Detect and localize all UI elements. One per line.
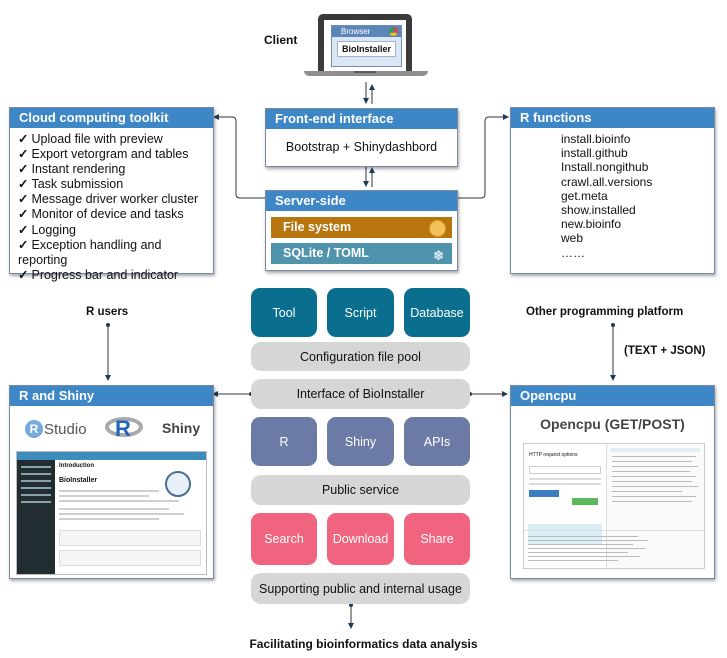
config-pool-bar: Configuration file pool	[251, 342, 470, 371]
r-logo-letter: R	[115, 416, 131, 441]
search-tile: Search	[251, 513, 317, 565]
public-service-bar: Public service	[251, 475, 470, 505]
shiny-logo-text: Shiny	[162, 420, 201, 436]
database-tile: Database	[404, 288, 470, 337]
rfunctions-title: R functions	[511, 108, 714, 128]
hard-disk-icon	[429, 220, 446, 237]
list-item: new.bioinfo	[561, 217, 622, 232]
r-logo: R	[105, 414, 145, 442]
interface-bar: Interface of BioInstaller	[251, 379, 470, 409]
opencpu-screenshot-panel-title: HTTP request options	[529, 452, 578, 458]
list-item: Logging	[18, 223, 213, 238]
list-item: show.installed	[561, 203, 636, 218]
opencpu-panel: Opencpu Opencpu (GET/POST) HTTP request …	[510, 385, 715, 579]
file-system-label: File system	[283, 220, 352, 234]
file-system-bar: File system	[271, 217, 452, 238]
browser-window: Browser BioInstaller	[331, 25, 402, 67]
opencpu-screenshot: HTTP request options	[523, 443, 705, 569]
rfunctions-panel: R functions install.bioinfo install.gith…	[510, 107, 715, 274]
frontend-panel: Front-end interface Bootstrap + Shinydas…	[265, 108, 458, 167]
arrow-server-to-toolkit	[213, 114, 265, 199]
client-label: Client	[264, 33, 298, 47]
list-item: Exception handling and reporting	[18, 238, 213, 268]
arrow-server-to-rfunctions	[457, 114, 509, 199]
footer-label: Facilitating bioinformatics data analysi…	[249, 637, 478, 651]
download-tile: Download	[327, 513, 394, 565]
sqlite-bar: SQLite / TOML ❄	[271, 243, 452, 264]
opencpu-heading: Opencpu (GET/POST)	[540, 416, 685, 432]
r-users-label: R users	[86, 306, 129, 318]
rfunctions-list: install.bioinfo install.github Install.n…	[561, 132, 714, 260]
toolkit-title: Cloud computing toolkit	[10, 108, 213, 128]
r-tile: R	[251, 417, 317, 466]
list-item: Export vetorgram and tables	[18, 147, 213, 162]
rstudio-r-badge: R	[25, 420, 43, 438]
script-tile: Script	[327, 288, 394, 337]
list-item: Progress bar and indicator	[18, 268, 213, 283]
list-item: Install.nongithub	[561, 160, 649, 175]
rshiny-title: R and Shiny	[10, 386, 213, 406]
dolphin-icon: ❄	[433, 248, 444, 263]
server-title: Server-side	[266, 191, 457, 211]
shiny-tile: Shiny	[327, 417, 394, 466]
sqlite-label: SQLite / TOML	[283, 246, 369, 260]
server-panel: Server-side File system SQLite / TOML ❄	[265, 190, 458, 271]
other-platform-label: Other programming platform	[526, 306, 684, 318]
tool-tile: Tool	[251, 288, 317, 337]
toolkit-list: Upload file with preview Export vetorgra…	[10, 132, 213, 283]
list-item: crawl.all.versions	[561, 174, 653, 189]
list-item: Task submission	[18, 177, 213, 192]
list-item: Message driver worker cluster	[18, 192, 213, 207]
rstudio-text: Studio	[44, 420, 87, 438]
opencpu-title: Opencpu	[511, 386, 714, 406]
laptop-icon: Browser BioInstaller ≈	[304, 14, 428, 82]
share-tile: Share	[404, 513, 470, 565]
screenshot-heading: Introduction	[59, 463, 94, 469]
list-item: ……	[561, 245, 585, 260]
text-json-label: (TEXT + JSON)	[624, 345, 706, 357]
chrome-icon	[389, 27, 398, 36]
toolkit-panel: Cloud computing toolkit Upload file with…	[9, 107, 214, 282]
supporting-bar: Supporting public and internal usage	[251, 573, 470, 604]
bioinstaller-app-label: BioInstaller	[337, 41, 396, 57]
list-item: Instant rendering	[18, 162, 213, 177]
list-item: Monitor of device and tasks	[18, 207, 213, 222]
shiny-app-screenshot: Introduction BioInstaller	[16, 451, 207, 575]
rshiny-panel: R and Shiny R Studio R Shiny Introductio…	[9, 385, 214, 579]
frontend-title: Front-end interface	[266, 109, 457, 129]
list-item: install.github	[561, 146, 628, 161]
list-item: web	[561, 231, 584, 246]
browser-title: Browser	[341, 27, 371, 36]
apis-tile: APIs	[404, 417, 470, 466]
list-item: Upload file with preview	[18, 132, 213, 147]
screenshot-subheading: BioInstaller	[59, 477, 98, 484]
wifi-icon: ≈	[400, 18, 405, 27]
list-item: get.meta	[561, 188, 608, 203]
frontend-body: Bootstrap + Shinydashbord	[285, 140, 438, 154]
list-item: install.bioinfo	[561, 132, 631, 146]
browser-title-bar: Browser	[332, 26, 401, 37]
rstudio-logo: R Studio	[25, 419, 87, 439]
